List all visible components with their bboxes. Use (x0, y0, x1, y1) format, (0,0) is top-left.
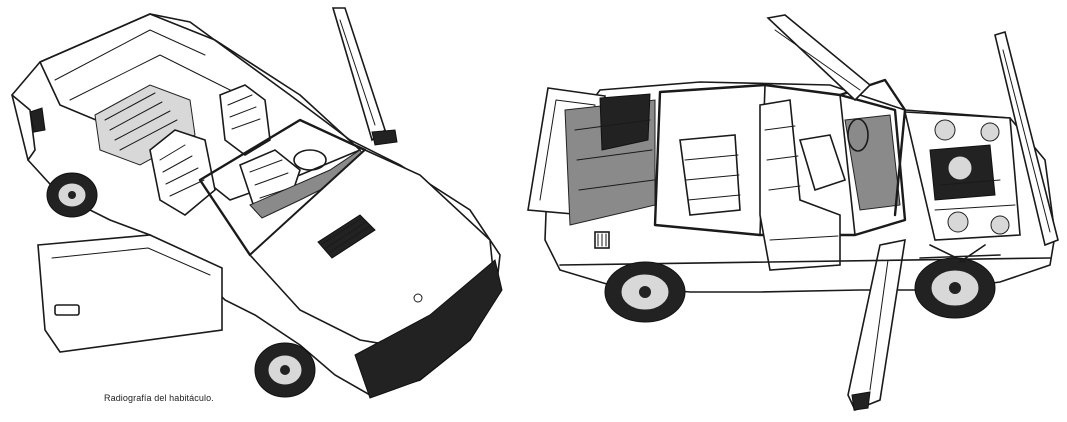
right-dashboard (844, 114, 901, 211)
left-car-cutaway (11, 7, 503, 399)
right-steering-wheel-icon (847, 118, 869, 152)
left-front-bumper (354, 259, 503, 399)
figure-caption: Radiografía del habitáculo. (104, 393, 214, 403)
left-steering-wheel-icon (293, 149, 327, 171)
left-rear-wheel (46, 172, 98, 218)
right-roof-frame (653, 83, 907, 237)
right-cargo-area (564, 93, 656, 226)
left-badge-icon (413, 293, 423, 303)
right-raised-hood (994, 30, 1059, 247)
right-rear-seat (679, 134, 741, 216)
right-front-seats (759, 99, 847, 271)
right-open-door (847, 238, 906, 412)
right-engine-bay (903, 111, 1021, 241)
left-raised-door (331, 7, 398, 146)
left-open-door (37, 234, 223, 353)
right-rear-wheel (604, 261, 686, 323)
left-front-wheel (254, 342, 316, 398)
left-hood-vent (317, 214, 376, 259)
right-car-cutaway (527, 14, 1059, 412)
right-raised-door (766, 14, 872, 102)
right-front-wheel (914, 257, 996, 319)
left-door-handle-icon (54, 304, 80, 316)
